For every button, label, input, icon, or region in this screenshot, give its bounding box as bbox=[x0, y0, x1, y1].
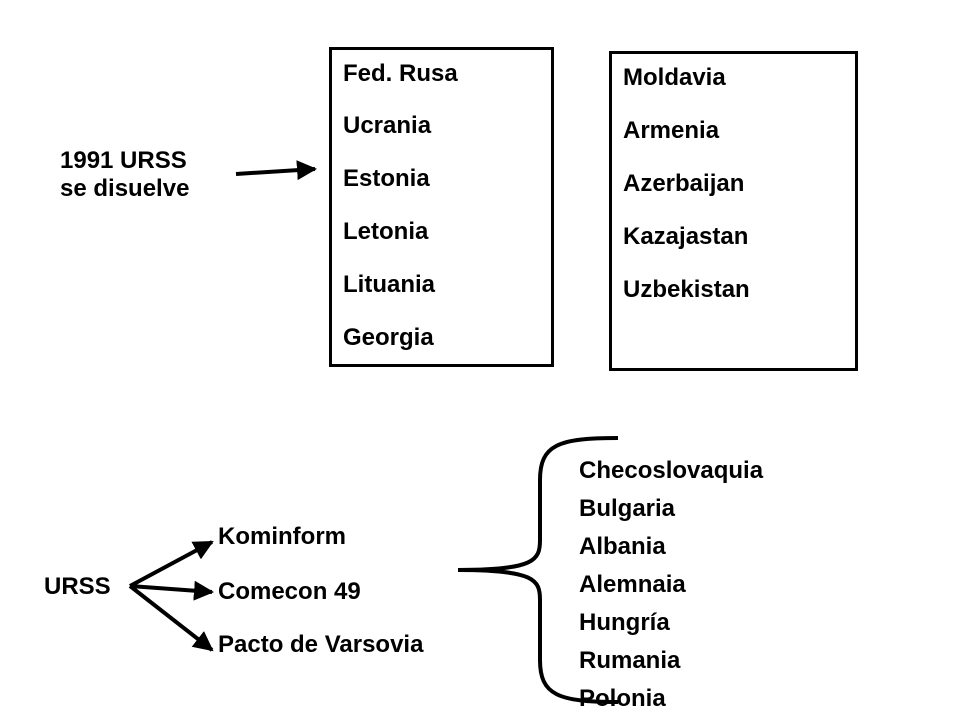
list-item: Ucrania bbox=[343, 112, 432, 139]
dissolution-label: 1991 URSS se disuelve bbox=[60, 147, 189, 203]
bloc-root-label: URSS bbox=[44, 573, 111, 600]
list-item: Kazajastan bbox=[623, 223, 749, 250]
bloc-countries-list: Checoslovaquia Bulgaria Albania Alemnaia… bbox=[579, 452, 763, 718]
list-item: Fed. Rusa bbox=[343, 60, 458, 87]
curly-brace bbox=[457, 436, 619, 704]
list-item: Bulgaria bbox=[579, 495, 676, 522]
org-varsovia: Pacto de Varsovia bbox=[218, 631, 424, 658]
countries-box-2: Moldavia Armenia Azerbaijan Kazajastan U… bbox=[609, 51, 858, 371]
arrow-to-comecon bbox=[129, 580, 214, 601]
list-item: Checoslovaquia bbox=[579, 457, 764, 484]
list-item: Moldavia bbox=[623, 64, 726, 91]
list-item: Alemnaia bbox=[579, 571, 686, 598]
org-comecon: Comecon 49 bbox=[218, 578, 361, 605]
list-item: Georgia bbox=[343, 324, 434, 351]
list-item: Letonia bbox=[343, 218, 429, 245]
list-item: Estonia bbox=[343, 165, 430, 192]
list-item: Hungría bbox=[579, 609, 670, 636]
list-item: Lituania bbox=[343, 271, 436, 298]
list-item: Azerbaijan bbox=[623, 170, 745, 197]
arrow-to-varsovia bbox=[128, 584, 214, 652]
arrow-to-kominform bbox=[129, 540, 214, 588]
countries-box-1: Fed. Rusa Ucrania Estonia Letonia Lituan… bbox=[329, 47, 554, 367]
org-kominform: Kominform bbox=[218, 523, 346, 550]
dissolution-label-line1: 1991 URSS bbox=[60, 147, 187, 174]
list-item: Uzbekistan bbox=[623, 276, 750, 303]
dissolution-arrow bbox=[235, 160, 317, 181]
list-item: Polonia bbox=[579, 685, 666, 712]
list-item: Armenia bbox=[623, 117, 720, 144]
dissolution-label-line2: se disuelve bbox=[60, 175, 190, 202]
list-item: Rumania bbox=[579, 647, 681, 674]
list-item: Albania bbox=[579, 533, 666, 560]
